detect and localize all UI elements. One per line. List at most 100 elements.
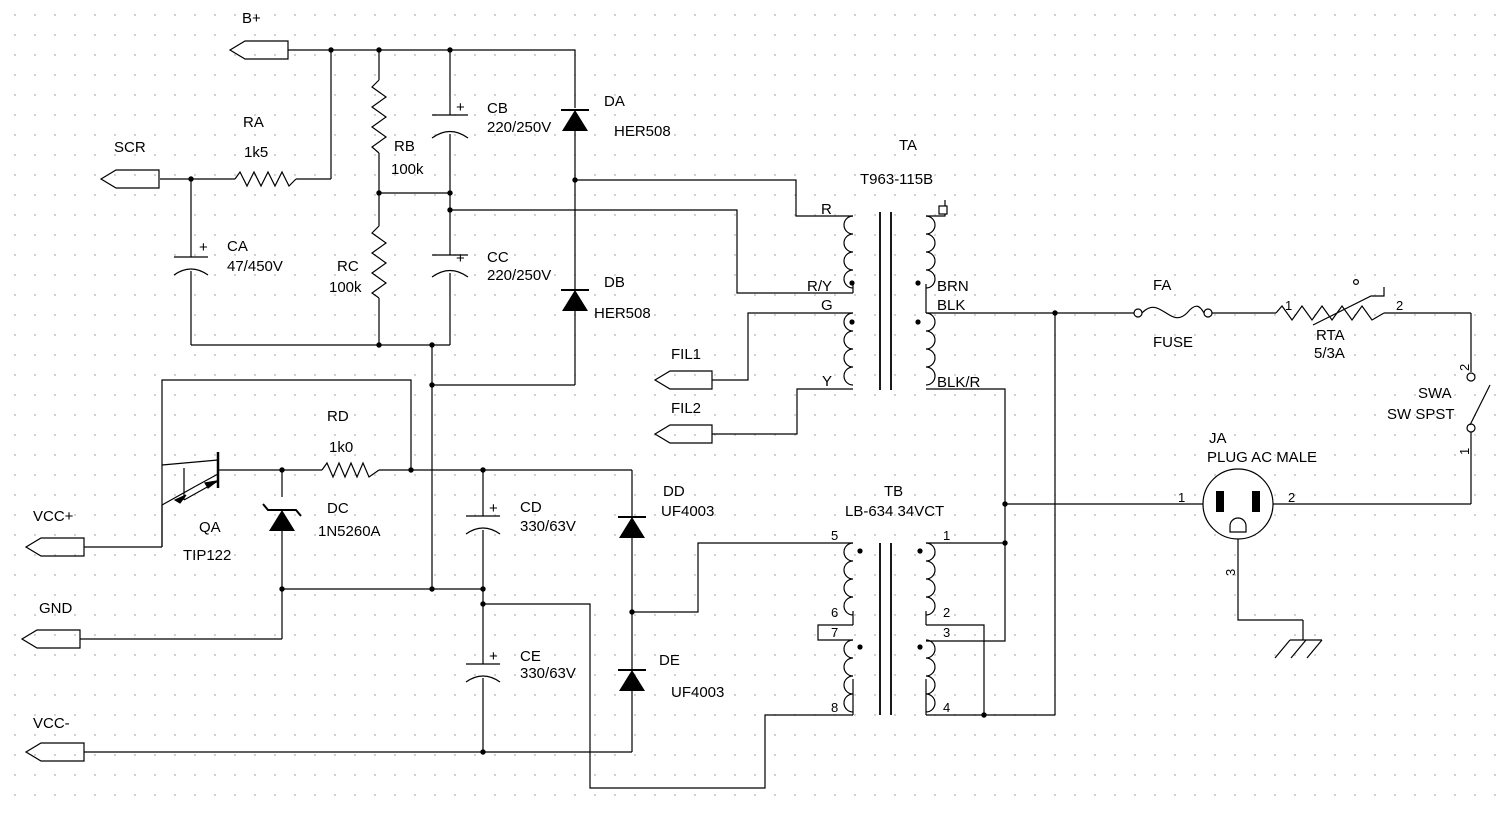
rta-thermistor: [1275, 279, 1385, 326]
swa-pin-2: 2: [1457, 364, 1472, 371]
ta-ref: TA: [899, 137, 917, 154]
svg-text:+: +: [489, 648, 498, 665]
rd-ref: RD: [327, 408, 349, 425]
gnd-port: [20, 629, 81, 649]
cc-capacitor: [431, 254, 469, 278]
ja-ref: JA: [1209, 430, 1227, 447]
ta-pin-brn: BRN: [937, 278, 969, 295]
ja-plug: [1202, 468, 1274, 540]
de-value: UF4003: [671, 684, 724, 701]
tb-pin-3: 3: [943, 625, 950, 640]
svg-text:+: +: [489, 500, 498, 517]
ta-pin-blkr: BLK/R: [937, 374, 981, 391]
fa-fuse: [1133, 305, 1213, 319]
cd-value: 330/63V: [520, 518, 576, 535]
vccplus-port: [24, 537, 85, 557]
cd-capacitor: [465, 515, 501, 535]
fil1-label: FIL1: [671, 346, 701, 363]
cb-value: 220/250V: [487, 119, 551, 136]
ra-ref: RA: [243, 114, 264, 131]
rc-ref: RC: [337, 258, 359, 275]
rb-ref: RB: [394, 138, 415, 155]
tb-value: LB-634 34VCT: [845, 503, 944, 520]
vccminus-port: [24, 742, 85, 762]
rta-pin-1: 1: [1285, 298, 1292, 313]
svg-text:+: +: [199, 239, 208, 256]
ja-pin-2: 2: [1288, 490, 1295, 505]
rc-value: 100k: [329, 279, 362, 296]
ce-ref: CE: [520, 648, 541, 665]
ground-symbol: [1274, 620, 1323, 659]
cb-ref: CB: [487, 100, 508, 117]
tb-transformer: [843, 542, 936, 715]
ca-value: 47/450V: [227, 258, 283, 275]
fa-value: FUSE: [1153, 334, 1193, 351]
ra-value: 1k5: [244, 144, 268, 161]
junction-dots: [188, 47, 1058, 755]
ca-ref: CA: [227, 238, 248, 255]
rd-resistor: [321, 461, 380, 479]
capacitor-polarity: +++ ++: [199, 99, 498, 665]
db-value: HER508: [594, 305, 651, 322]
tb-phase-dots: [857, 548, 923, 650]
dc-ref: DC: [327, 500, 349, 517]
tb-pin-7: 7: [831, 625, 838, 640]
rta-pin-2: 2: [1396, 298, 1403, 313]
ta-pin-r: R: [821, 201, 832, 218]
dd-diode: [618, 516, 646, 538]
fil2-label: FIL2: [671, 400, 701, 417]
swa-ref: SWA: [1418, 385, 1452, 402]
cb-capacitor: [431, 114, 469, 139]
ta-pin-ry: R/Y: [807, 278, 832, 295]
fil1-port: [653, 370, 713, 390]
dd-ref: DD: [663, 483, 685, 500]
capacitor-shapes: [173, 114, 501, 683]
rd-value: 1k0: [329, 439, 353, 456]
da-value: HER508: [614, 123, 671, 140]
ta-transformer: [843, 205, 948, 390]
ja-pin-3: 3: [1223, 569, 1238, 576]
ja-value: PLUG AC MALE: [1207, 449, 1317, 466]
rb-value: 100k: [391, 161, 424, 178]
qa-transistor: [161, 452, 220, 547]
tb-pin-2: 2: [943, 605, 950, 620]
rta-ref: RTA: [1316, 327, 1345, 344]
bplus-port: [228, 40, 289, 60]
tb-pin-8: 8: [831, 700, 838, 715]
db-ref: DB: [604, 274, 625, 291]
svg-text:+: +: [456, 250, 465, 267]
gnd-label: GND: [39, 600, 73, 617]
ce-value: 330/63V: [520, 665, 576, 682]
rc-resistor: [370, 225, 388, 299]
cc-ref: CC: [487, 249, 509, 266]
tb-pin-4: 4: [943, 700, 950, 715]
tb-pin-1: 1: [943, 528, 950, 543]
fil2-port: [653, 424, 713, 444]
vccplus-label: VCC+: [33, 508, 74, 525]
ca-capacitor: [173, 256, 209, 276]
da-ref: DA: [604, 93, 625, 110]
scr-port: [99, 169, 160, 189]
swa-pin-1: 1: [1457, 448, 1472, 455]
swa-switch: [1466, 372, 1491, 433]
resistor-shapes: [234, 79, 388, 479]
qa-value: TIP122: [183, 547, 231, 564]
dc-zener: [262, 503, 302, 531]
scr-label: SCR: [114, 139, 146, 156]
ce-capacitor: [465, 663, 501, 683]
ra-resistor: [234, 170, 297, 188]
tb-pin-5: 5: [831, 528, 838, 543]
da-diode: [561, 109, 589, 131]
wires: [80, 49, 1472, 789]
bplus-label: B+: [242, 10, 261, 27]
cd-ref: CD: [520, 499, 542, 516]
dd-value: UF4003: [661, 503, 714, 520]
ja-pin-1: 1: [1178, 490, 1185, 505]
rb-resistor: [370, 79, 388, 154]
ta-phase-dots: [849, 280, 921, 325]
ta-pin-blk: BLK: [937, 297, 965, 314]
vccminus-label: VCC-: [33, 715, 70, 732]
dc-value: 1N5260A: [318, 523, 381, 540]
